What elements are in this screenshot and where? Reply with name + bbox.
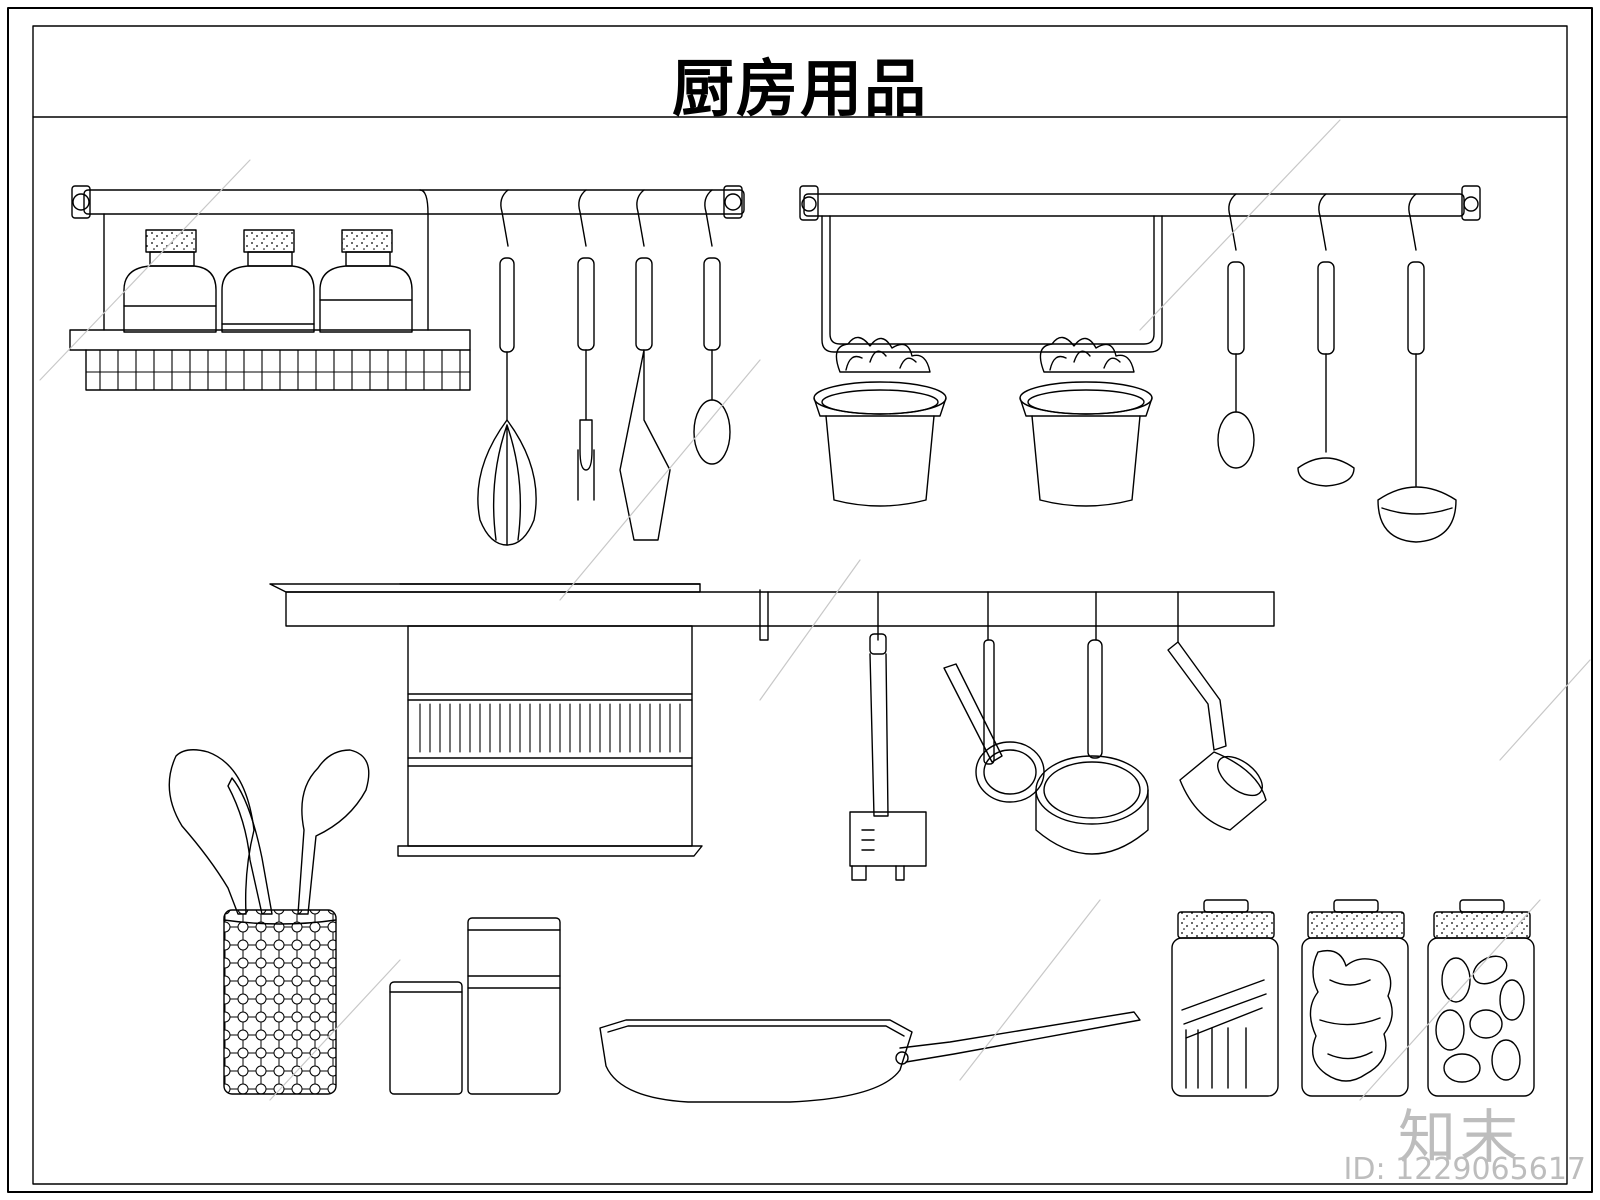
saucepan-hanging <box>1036 592 1148 854</box>
frying-pan <box>600 1012 1140 1102</box>
potted-plant <box>1020 337 1152 506</box>
spice-rail-left <box>70 186 744 545</box>
meat-fork <box>578 190 594 500</box>
watermark-overlay <box>40 120 1590 1100</box>
spice-jar <box>124 230 216 332</box>
measuring-cup-small <box>944 592 1044 802</box>
utensil-rail-middle <box>270 584 1274 880</box>
canisters <box>390 918 560 1094</box>
small-ladle <box>1218 194 1254 468</box>
whisk <box>478 190 536 545</box>
watermark-brand: 知末 <box>1398 1103 1523 1171</box>
potted-plant <box>814 337 946 506</box>
utensil-holder <box>169 750 369 1094</box>
brush-tool <box>850 592 926 880</box>
plant-rail-right <box>800 186 1480 542</box>
spice-jar <box>320 230 412 332</box>
drawing-frame <box>8 8 1592 1192</box>
dish-drainer <box>398 626 702 856</box>
soup-ladle <box>1298 194 1354 486</box>
storage-jar <box>1428 900 1534 1096</box>
storage-jar <box>1302 900 1408 1096</box>
large-ladle <box>1378 194 1456 542</box>
watermark-id: ID: 1229065617 <box>1343 1152 1586 1187</box>
serving-spoon <box>694 190 730 464</box>
storage-jar <box>1172 900 1278 1096</box>
spice-jar <box>222 230 314 332</box>
page-title: 厨房用品 <box>671 52 928 125</box>
spatula <box>620 190 670 540</box>
scoop-hanging <box>1168 592 1269 830</box>
